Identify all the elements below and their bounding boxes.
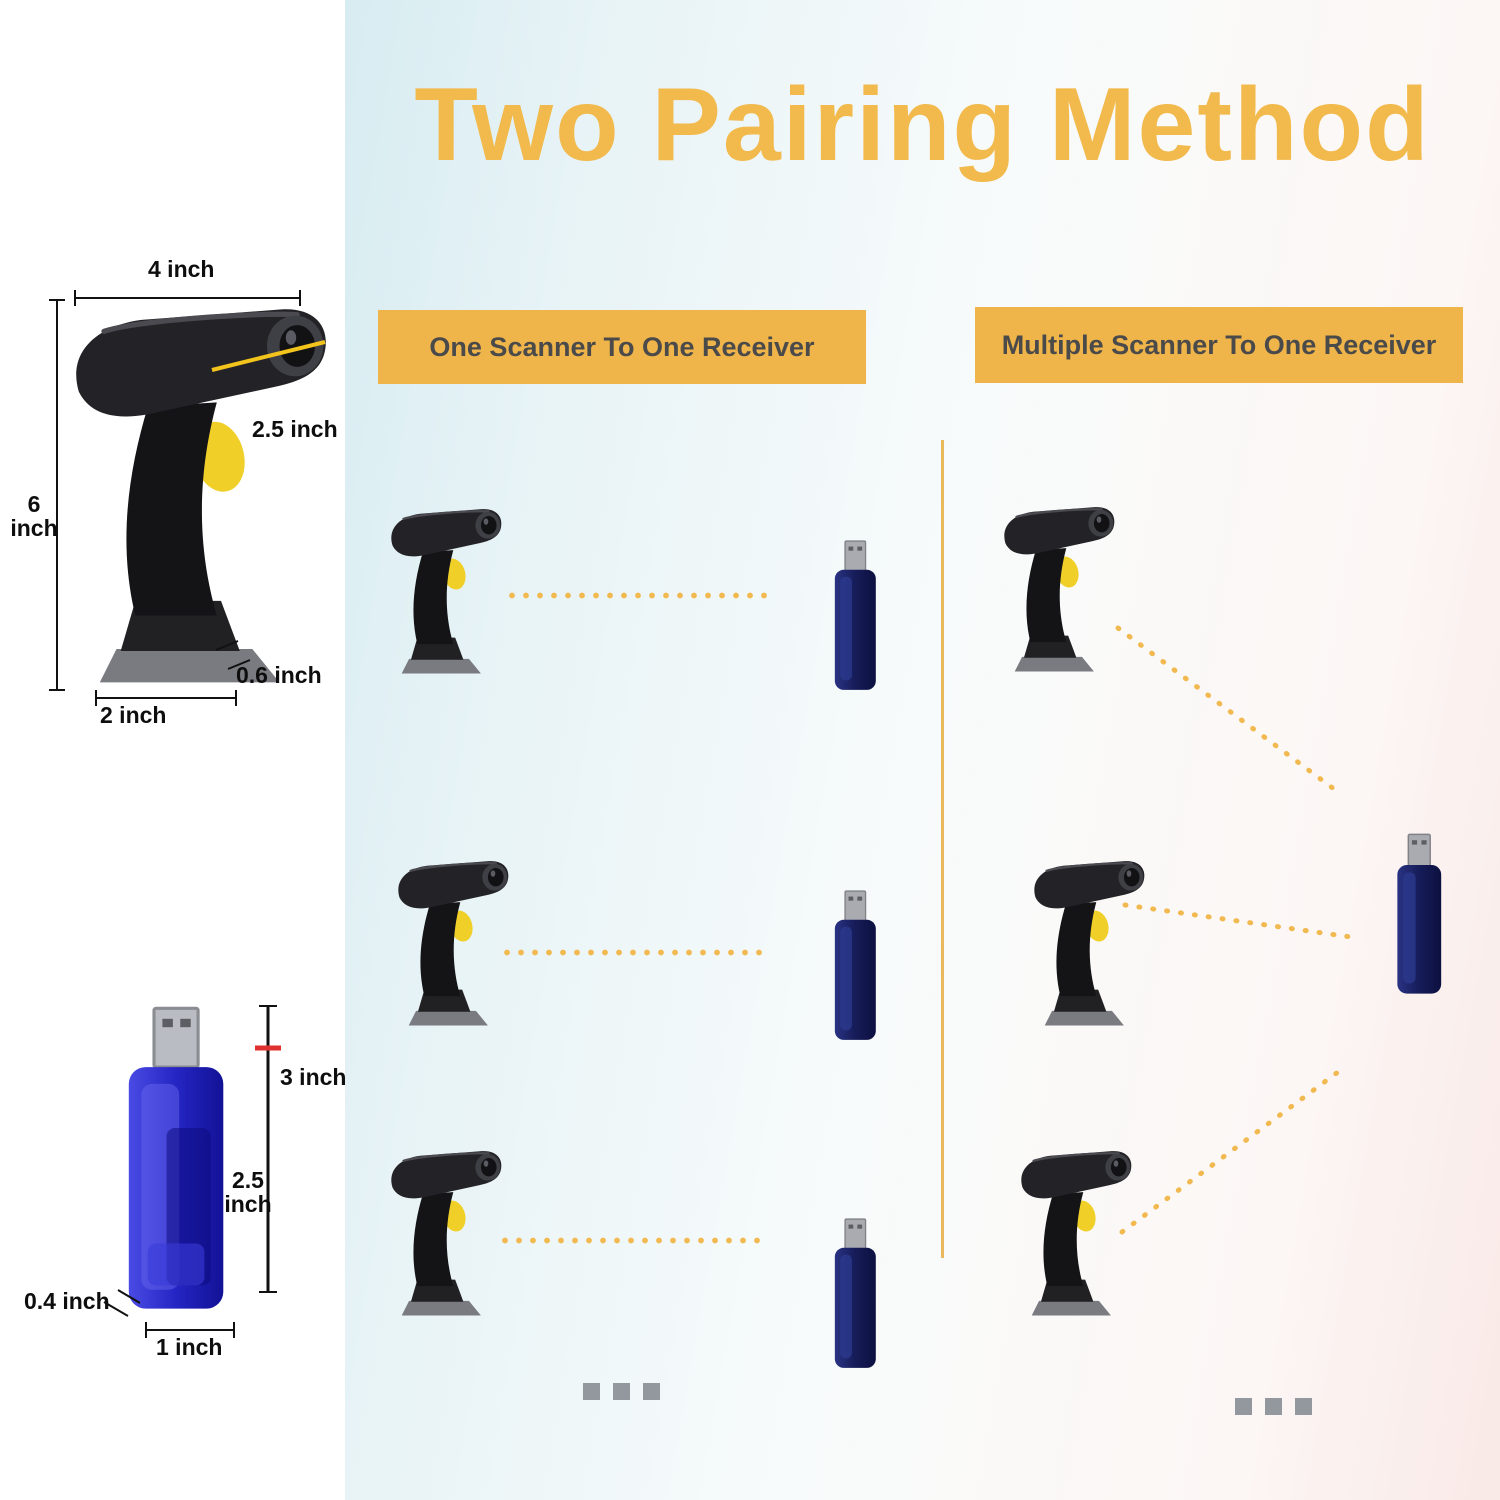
scanner-illustration: [390, 1149, 503, 1317]
one-to-one-header: One Scanner To One Receiver: [378, 310, 866, 384]
receiver-body-height-value: 2.5: [232, 1167, 264, 1193]
page-title: Two Pairing Method: [414, 67, 1431, 183]
receiver-width-label: 1 inch: [156, 1334, 223, 1360]
pairing-dotted-line: [498, 1237, 760, 1244]
receiver-body-height-unit: inch: [224, 1191, 272, 1218]
scanner-base-width-label: 2 inch: [100, 702, 167, 728]
dimensions-panel: 4 inch 2.5 inch 6 inch 0.6 inch 2 inch 3…: [0, 0, 347, 1500]
more-items-ellipsis: [583, 1383, 660, 1400]
pairing-dotted-lines: [1115, 625, 1361, 1235]
pairing-methods-panel: [345, 0, 1500, 1500]
more-items-ellipsis: [1235, 1398, 1312, 1415]
usb-receiver-illustration: [834, 1218, 877, 1369]
multi-to-one-header: Multiple Scanner To One Receiver: [975, 307, 1463, 383]
usb-receiver-illustration: [834, 540, 877, 691]
scanner-width-label: 4 inch: [148, 256, 215, 282]
scanner-height-value: 6: [27, 491, 41, 517]
usb-receiver-illustration: [834, 890, 877, 1041]
pairing-dotted-line: [505, 592, 767, 599]
scanner-illustration: [397, 859, 510, 1027]
receiver-depth-label: 0.4 inch: [24, 1288, 110, 1314]
pairing-dotted-line: [500, 949, 762, 956]
usb-receiver-illustration: [128, 1006, 224, 1309]
scanner-height-label: 6 inch: [8, 492, 60, 540]
scanner-head-depth-label: 2.5 inch: [252, 416, 338, 442]
dimension-lines: [49, 290, 326, 1338]
column-divider: [941, 440, 944, 1258]
scanner-illustration: [390, 507, 503, 675]
receiver-body-height-label: 2.5 inch: [218, 1168, 278, 1216]
receiver-total-height-label: 3 inch: [280, 1064, 347, 1090]
scanner-height-unit: inch: [10, 515, 58, 542]
scanner-base-depth-label: 0.6 inch: [236, 662, 322, 688]
